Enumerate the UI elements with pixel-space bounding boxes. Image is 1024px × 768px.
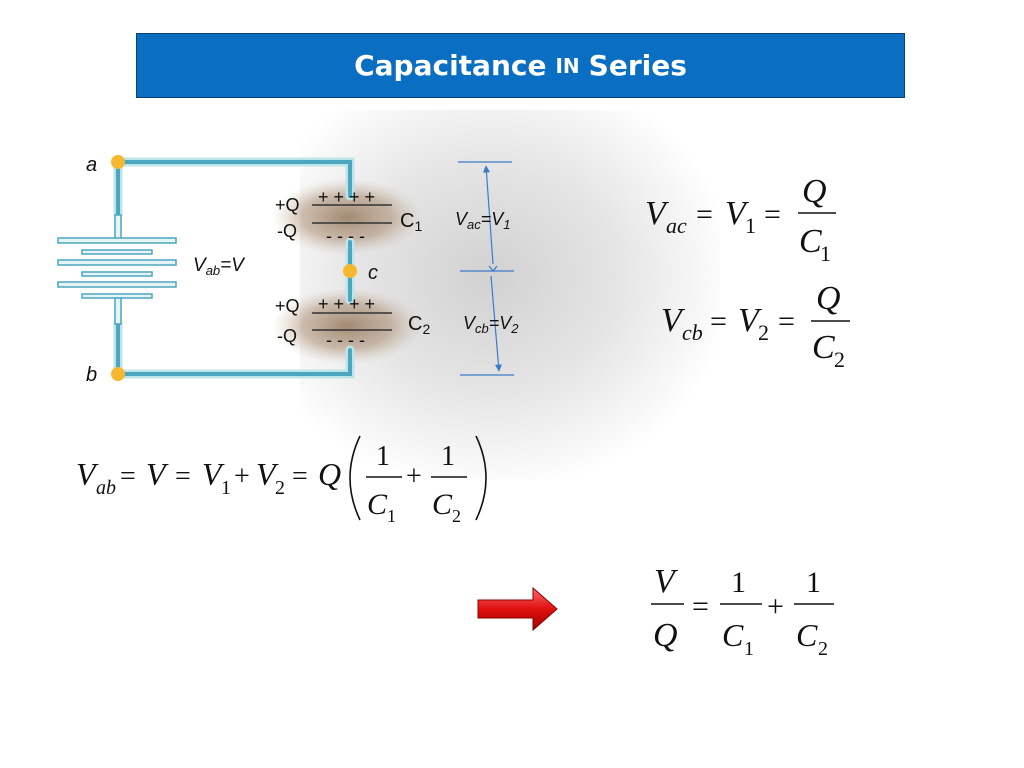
- title-word-capacitance: Capacitance: [354, 49, 547, 82]
- vac-label: Vac=V1: [455, 209, 511, 232]
- battery-symbol: [57, 214, 177, 325]
- svg-text:C: C: [722, 617, 744, 653]
- title-word-series: Series: [588, 49, 687, 82]
- svg-text:2: 2: [452, 506, 461, 526]
- c2-minus-q: -Q: [277, 326, 297, 346]
- c2-plus-signs: + + + +: [318, 294, 375, 314]
- svg-text:1: 1: [806, 566, 821, 599]
- svg-text:=: =: [710, 305, 727, 338]
- c1-plus-signs: + + + +: [318, 187, 375, 207]
- c2-label: C2: [408, 313, 430, 337]
- capacitor-c1: [312, 204, 392, 224]
- svg-text:2: 2: [758, 320, 769, 345]
- title-word-in: IN: [555, 53, 580, 78]
- c1-minus-q: -Q: [277, 221, 297, 241]
- node-a-dot: [111, 155, 125, 169]
- svg-text:ab: ab: [96, 477, 116, 499]
- svg-text:C: C: [432, 488, 453, 521]
- svg-text:1: 1: [441, 441, 455, 472]
- svg-text:+: +: [767, 590, 784, 623]
- c1-label: C1: [400, 210, 422, 234]
- circuit-wires: [113, 157, 355, 379]
- svg-text:C: C: [367, 488, 388, 521]
- node-b-dot: [111, 367, 125, 381]
- c2-minus-signs: - - - -: [326, 330, 365, 350]
- svg-text:ac: ac: [666, 213, 687, 238]
- c2-plus-q: +Q: [275, 296, 300, 316]
- svg-text:1: 1: [744, 638, 754, 660]
- node-b-label: b: [86, 364, 97, 386]
- svg-text:1: 1: [820, 241, 831, 266]
- svg-text:Q: Q: [816, 280, 841, 317]
- svg-text:cb: cb: [682, 320, 703, 345]
- equation-result: V Q = 1 C 1 + 1 C 2: [651, 563, 834, 660]
- svg-text:+: +: [234, 461, 250, 492]
- equation-series-sum: V ab = V = V 1 + V 2 = Q 1 C 1 + 1 C 2: [76, 435, 487, 526]
- svg-text:Q: Q: [653, 617, 678, 654]
- node-c-dot: [343, 264, 357, 278]
- voltage-dimension-lines: [458, 161, 514, 376]
- svg-text:1: 1: [745, 213, 756, 238]
- svg-text:V: V: [76, 456, 99, 492]
- svg-text:1: 1: [221, 477, 231, 499]
- c1-plus-q: +Q: [275, 195, 300, 215]
- svg-text:=: =: [175, 461, 191, 492]
- slide-title: Capacitance IN Series: [136, 33, 905, 98]
- svg-text:2: 2: [818, 638, 828, 660]
- battery-voltage-label: Vab=V: [193, 255, 246, 278]
- svg-text:=: =: [764, 198, 781, 231]
- equation-vcb: V cb = V 2 = Q C 2: [661, 280, 850, 372]
- svg-text:V: V: [256, 456, 279, 492]
- svg-text:+: +: [406, 461, 422, 492]
- svg-text:2: 2: [275, 477, 285, 499]
- svg-text:1: 1: [731, 566, 746, 599]
- svg-text:1: 1: [387, 506, 396, 526]
- svg-text:=: =: [696, 198, 713, 231]
- svg-text:=: =: [292, 461, 308, 492]
- svg-text:1: 1: [376, 441, 390, 472]
- svg-text:V: V: [202, 456, 225, 492]
- svg-text:=: =: [120, 461, 136, 492]
- svg-text:Q: Q: [318, 456, 341, 492]
- implies-arrow-icon: [477, 586, 558, 632]
- svg-text:2: 2: [834, 347, 845, 372]
- node-a-label: a: [86, 154, 97, 176]
- equation-vac: V ac = V 1 = Q C 1: [645, 173, 836, 266]
- svg-text:Q: Q: [802, 173, 827, 210]
- capacitor-c2: [312, 312, 392, 331]
- svg-text:=: =: [778, 305, 795, 338]
- svg-text:V: V: [146, 456, 169, 492]
- c1-minus-signs: - - - -: [326, 226, 365, 246]
- node-c-label: c: [368, 262, 378, 284]
- svg-text:C: C: [796, 617, 818, 653]
- cap2-glow: [272, 288, 422, 364]
- svg-text:C: C: [799, 223, 822, 260]
- svg-text:=: =: [692, 590, 709, 623]
- cap1-glow: [272, 179, 422, 255]
- svg-text:C: C: [812, 329, 835, 366]
- vcb-label: Vcb=V2: [463, 313, 519, 336]
- svg-text:V: V: [654, 563, 679, 600]
